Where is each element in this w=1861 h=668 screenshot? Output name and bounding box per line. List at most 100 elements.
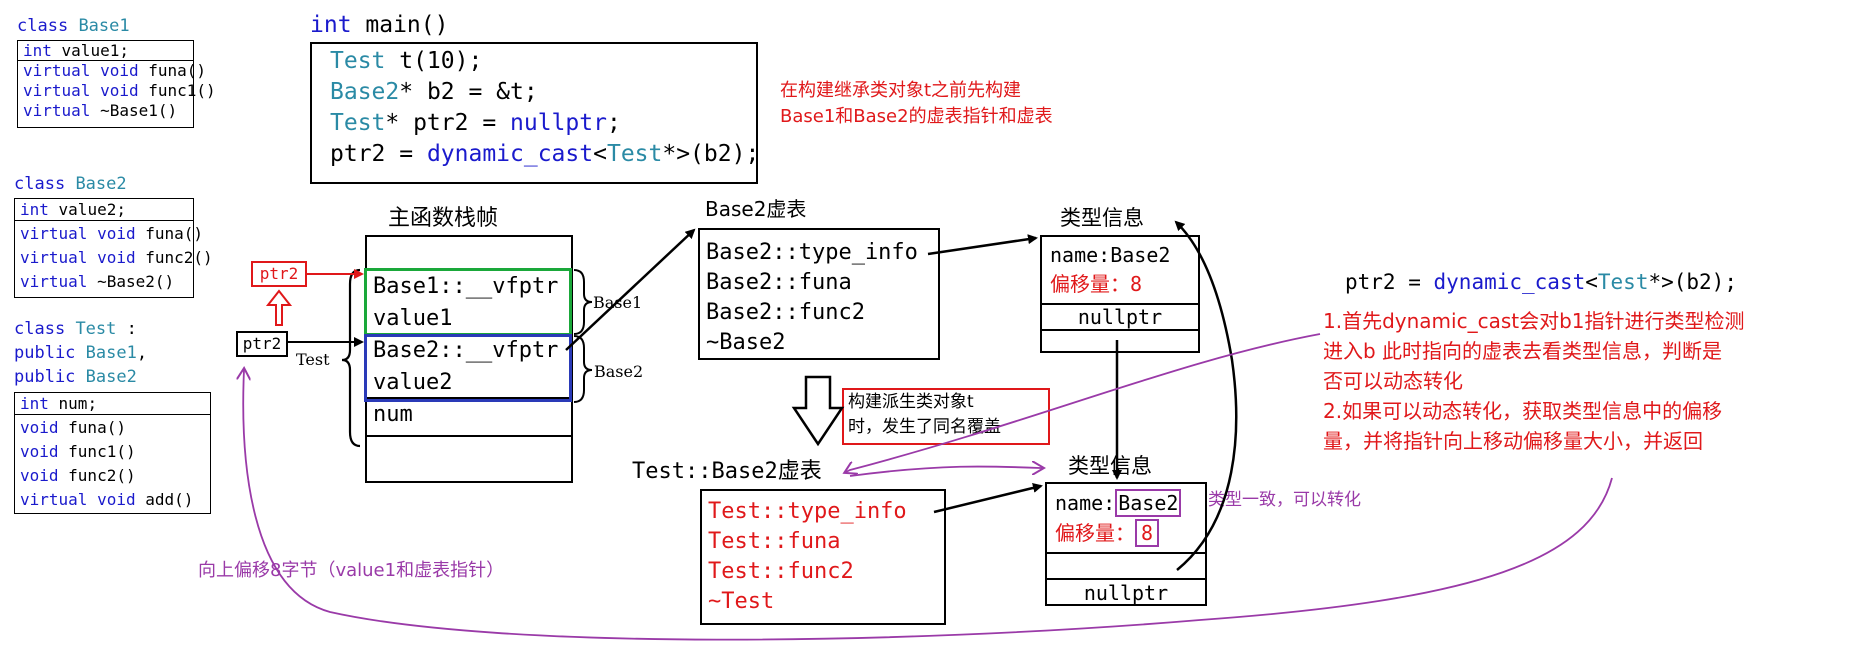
main-signature: main() [351, 12, 449, 38]
typeinfo-loop-arrow [1174, 220, 1238, 571]
offset-value: 8 [1130, 272, 1143, 296]
note-line: 进入b 此时指向的虚表去看类型信息，判断是 [1323, 339, 1723, 363]
member-text: funa() [58, 418, 126, 437]
keyword: void [20, 418, 59, 437]
code-line: Test* ptr2 = nullptr; [330, 108, 756, 139]
class-test-box: int num; void funa() void func1() void f… [14, 392, 211, 514]
member-row: virtual ~Base2() [20, 270, 188, 294]
member-text: func1() [58, 442, 136, 461]
note-line: 2.如果可以动态转化，获取类型信息中的偏移 [1323, 399, 1723, 423]
member-row: int num; [15, 393, 210, 415]
type-info-2-main-cell: name:Base2 偏移量：8 [1047, 484, 1205, 554]
keyword: int [20, 200, 49, 219]
method-rows: virtual void funa() virtual void func1()… [18, 61, 216, 127]
base2-vtable-title: Base2虚表 [705, 197, 807, 221]
note-line: 构建派生类对象t [848, 392, 974, 412]
vtable-row: Base2::type_info [706, 240, 918, 265]
keyword: virtual void [20, 224, 136, 243]
main-code-box: Test t(10); Base2* b2 = &t; Test* ptr2 =… [310, 42, 759, 184]
keyword: virtual void [23, 61, 139, 80]
type-info-2-null-row: nullptr [1083, 581, 1169, 605]
keyword: virtual [23, 101, 91, 120]
type-name: Test [1597, 270, 1649, 294]
stack-cell-num: num [367, 399, 571, 437]
test-vtable-title: Test::Base2虚表 [632, 453, 822, 485]
member-row: void funa() [20, 416, 205, 440]
purple-check-arrow [846, 333, 1321, 472]
member-text: func2() [135, 248, 213, 267]
member-text: add() [135, 490, 194, 509]
name-value: Base2 [1115, 489, 1182, 517]
right-code-line: ptr2 = dynamic_cast<Test*>(b2); [1345, 270, 1737, 294]
note-line: 量，并将指针向上移动偏移量大小，并返回 [1323, 429, 1703, 453]
code-text: * b2 = &t; [399, 79, 538, 105]
consistent-note: 类型一致，可以转化 [1208, 490, 1361, 510]
class-name: Base2 [75, 174, 127, 194]
member-row: virtual void func1() [23, 81, 216, 101]
type-info-2-box: name:Base2 偏移量：8 nullptr [1045, 482, 1207, 606]
base-name: Base1 [85, 343, 137, 363]
vtable-row: Test::func2 [708, 559, 854, 584]
member-text: func1() [138, 81, 216, 100]
type-info-1-null-row: nullptr [1042, 305, 1198, 331]
member-text: value1; [51, 41, 129, 60]
class-base1-title: class Base1 [17, 16, 130, 36]
vtable-row: ~Test [708, 589, 775, 614]
derive-note-box: 构建派生类对象t 时，发生了同名覆盖 [842, 388, 1050, 445]
type-name: Test [330, 48, 386, 74]
note-line: 时，发生了同名覆盖 [848, 417, 1001, 437]
member-text: value2; [48, 200, 126, 219]
right-explanation: 1.首先dynamic_cast会对b1指针进行类型检测 进入b 此时指向的虚表… [1323, 306, 1745, 456]
member-row: void func1() [20, 440, 205, 464]
code-line: Test t(10); [330, 46, 756, 77]
typeinfo-arrow-1 [927, 234, 1038, 256]
stack-cell-value2: value2 [367, 367, 571, 399]
note-line: 在构建继承类对象t之前先构建 [780, 80, 1022, 101]
keyword: nullptr [510, 110, 607, 136]
name-label: name: [1055, 491, 1116, 515]
punct: : [116, 319, 137, 339]
type-info-2-title: 类型信息 [1068, 454, 1152, 478]
offset-row: 偏移量：8 [1055, 518, 1205, 548]
note-line: 1.首先dynamic_cast会对b1指针进行类型检测 [1323, 309, 1745, 333]
class-base1-box: int value1; virtual void funa() virtual … [17, 40, 216, 128]
keyword: class [17, 16, 69, 36]
test-vtable-box: Test::type_info Test::funa Test::func2 ~… [700, 489, 946, 625]
stack-cell-base2-vfptr: Base2::__vfptr [373, 338, 559, 363]
offset-row: 偏移量：8 [1050, 270, 1198, 299]
class-base2-title: class Base2 [14, 174, 127, 194]
stack-title: 主函数栈帧 [388, 206, 499, 231]
vtable-row: Base2::funa [706, 270, 852, 295]
code-text: * ptr2 = [385, 110, 511, 136]
member-row: int value1; [18, 41, 193, 61]
hollow-up-arrow-icon [265, 289, 293, 326]
class-name: Base1 [78, 16, 130, 36]
vfptr-to-vtable-arrow [565, 228, 696, 351]
keyword: int [20, 394, 49, 413]
keyword: int [310, 12, 352, 38]
keyword: dynamic_cast [1433, 270, 1586, 294]
typeinfo-arrow-2 [933, 483, 1043, 514]
hollow-down-arrow-icon [791, 375, 845, 447]
main-header: int main() [310, 10, 448, 41]
base2-subobject-outline [364, 334, 572, 402]
keyword: void [20, 466, 59, 485]
ptr2-black-box: ptr2 [236, 331, 288, 357]
code-text: ptr2 = [1345, 270, 1434, 294]
type-name: Base2 [330, 79, 400, 105]
code-line: ptr2 = dynamic_cast<Test*>(b2); [330, 139, 759, 170]
type-name: Test [606, 141, 663, 167]
brace-label-test: Test [296, 350, 330, 369]
keyword: virtual void [20, 248, 136, 267]
ptr2-red-box: ptr2 [251, 261, 307, 287]
vtable-row: Test::funa [708, 529, 841, 554]
note-line: 否可以动态转化 [1323, 369, 1463, 393]
class-name: Test [75, 319, 117, 339]
brace-label-base2: Base2 [594, 362, 644, 381]
method-rows: void funa() void func1() void func2() vi… [15, 415, 210, 513]
code-text: *>(b2); [1648, 270, 1737, 294]
method-rows: virtual void funa() virtual void func2()… [15, 221, 213, 297]
member-text: num; [48, 394, 98, 413]
member-row: void func2() [20, 464, 205, 488]
